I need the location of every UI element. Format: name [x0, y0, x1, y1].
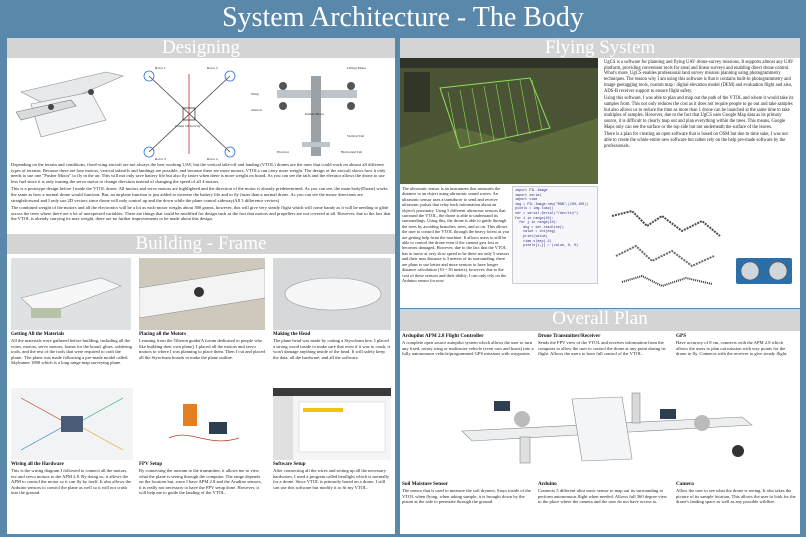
overall-item-title: Drone Transmitter/Receiver: [538, 333, 601, 339]
overall-item-apm: Ardupilot APM 2.8 Flight Controller A co…: [402, 333, 534, 357]
overall-item-soil: Soil Moisture Sensor The sensor that is …: [402, 481, 534, 505]
overall-item-title: Arduino: [538, 481, 557, 487]
designing-panel: Rotor 1 Rotor 2 Rotor 3 Rotor 4 Center O…: [7, 58, 395, 252]
code-line: for j in range(10):: [515, 221, 558, 226]
frame-item-text: All the materials were gathered before b…: [11, 338, 132, 366]
code-listing: import PIL.Image import serial import ti…: [512, 186, 598, 284]
ultrasonic-text: The ultrasonic sensor is an instrument t…: [402, 186, 510, 283]
flying-panel: UgCS is a software for planning and flyi…: [400, 58, 800, 308]
overall-item-text: The sensor that is used to measure the s…: [402, 488, 531, 505]
overall-item-gps: GPS Have accuracy of 8 cm, connects with…: [676, 333, 796, 357]
overall-vtol-render: [402, 379, 798, 479]
frame-item-fpv: FPV Setup By connecting the runcam to th…: [139, 462, 265, 496]
frame-item-software: Software Setup After connecting all the …: [273, 462, 391, 490]
overall-item-text: Have accuracy of 8 cm, connects with the…: [676, 340, 788, 357]
parts-label-pusher: Pusher Motor: [305, 112, 325, 116]
head-photo: [273, 258, 391, 330]
code-line: ser = serial.Serial("/dev/tty"): [515, 211, 579, 216]
designing-text: Depending on the terrain and conditions,…: [11, 162, 391, 224]
code-line: import serial: [515, 193, 542, 198]
overall-item-title: Camera: [676, 481, 694, 487]
vtol-render-image: [11, 62, 131, 160]
motor-direction-diagram: Rotor 1 Rotor 2 Rotor 3 Rotor 4 Center O…: [137, 64, 242, 164]
parts-label-wing: Wing: [251, 92, 259, 96]
code-line: img = PIL.Image.new("RGB",(100,100)): [515, 202, 589, 207]
parts-label-lifting: Lifting Motor: [347, 66, 367, 70]
overall-item-text: Allow the user to see what the drone is …: [676, 488, 796, 505]
wiring-diagram-image: [11, 388, 133, 460]
code-line: pixels = img.load(): [515, 207, 554, 212]
frame-item-text: The plane head was made by cutting a Sty…: [273, 338, 390, 360]
code-line: msg = ser.readline(): [515, 225, 564, 230]
designing-para-1: Depending on the terrain and conditions,…: [11, 162, 386, 184]
frame-item-title: Software Setup: [273, 462, 306, 467]
frame-item-title: Making the Head: [273, 332, 311, 337]
code-line: import PIL.Image: [515, 189, 548, 193]
section-banner-flying: Flying System: [400, 38, 800, 58]
ugcs-para-1: UgCS is a software for planning and flyi…: [604, 60, 794, 94]
code-line: import time: [515, 198, 538, 203]
code-line: time.sleep(.2): [515, 239, 552, 244]
ugcs-para-3: There is a plan for creating an open sof…: [604, 132, 788, 149]
frame-item-wiring: Wiring all the Hardware This is the wiri…: [11, 462, 133, 496]
motors-photo: [139, 258, 265, 330]
diagram-label-cog: Center Of Gravity: [175, 124, 201, 128]
overall-item-text: A complete open source autopilot system …: [402, 340, 534, 357]
flight-plan-map: [400, 58, 598, 184]
frame-item-title: FPV Setup: [139, 462, 163, 467]
diagram-label-rotor1: Rotor 1: [155, 66, 166, 70]
ultrasonic-sensor-photo: [734, 248, 796, 298]
overall-item-text: Connects 5 different ultra sonic sensor …: [538, 488, 668, 505]
overall-item-arduino: Arduino Connects 5 different ultra sonic…: [538, 481, 670, 505]
diagram-label-rotor4: Rotor 4: [207, 157, 218, 161]
code-line: value = int(msg): [515, 230, 556, 235]
parts-label-aileron: Aileron: [251, 108, 262, 112]
code-line: print(value): [515, 234, 548, 239]
poster-title: System Architecture - The Body: [222, 2, 584, 33]
code-line: for i in range(10):: [515, 216, 554, 221]
diagram-label-rotor2: Rotor 2: [207, 66, 218, 70]
frame-item-title: Placing all the Motors: [139, 332, 187, 337]
ugcs-text: UgCS is a software for planning and flyi…: [604, 60, 796, 152]
designing-para-2: This is a prototype design before I made…: [11, 186, 388, 203]
overall-item-transmitter: Drone Transmitter/Receiver Sends the FPV…: [538, 333, 670, 357]
section-banner-overall: Overall Plan: [400, 309, 800, 331]
section-banner-frame: Building - Frame: [7, 234, 395, 254]
overall-panel: Ardupilot APM 2.8 Flight Controller A co…: [400, 331, 800, 534]
frame-item-title: Wiring all the Hardware: [11, 462, 64, 467]
ultrasonic-scan-image: [602, 186, 730, 298]
materials-photo: [11, 258, 131, 330]
frame-item-motors: Placing all the Motors Learning from the…: [139, 332, 265, 360]
frame-item-materials: Getting All the Materials All the materi…: [11, 332, 133, 366]
overall-item-title: Soil Moisture Sensor: [402, 481, 449, 487]
overall-item-title: Ardupilot APM 2.8 Flight Controller: [402, 333, 484, 339]
frame-panel: Getting All the Materials All the materi…: [7, 254, 395, 534]
frame-item-text: Learning from the Tiberon guide(A forum …: [139, 338, 265, 360]
plane-parts-diagram: Lifting Motor Wing Pusher Motor Aileron …: [247, 62, 391, 162]
designing-para-3: The combined weight of the motors and al…: [11, 205, 391, 222]
section-banner-designing: Designing: [7, 38, 395, 58]
code-line: pixels[i,j] = (value, 0, 0): [515, 244, 579, 249]
frame-item-head: Making the Head The plane head was made …: [273, 332, 391, 360]
frame-item-text: After connecting all the wires and setti…: [273, 468, 390, 490]
overall-item-title: GPS: [676, 333, 687, 339]
fpv-setup-photo: [139, 388, 265, 460]
frame-item-title: Getting All the Materials: [11, 332, 65, 337]
parts-label-vertical: Vertical Tail: [347, 134, 365, 138]
parts-label-horizontal: Horizontal Tail: [341, 150, 363, 154]
ugcs-para-2: Using this software, I was able to plan …: [604, 96, 794, 130]
frame-item-text: This is the wiring diagram I followed to…: [11, 468, 132, 496]
diagram-label-rotor3: Rotor 3: [155, 157, 166, 161]
software-setup-screenshot: [273, 388, 391, 460]
parts-label-elevator: Elevator: [277, 150, 289, 154]
overall-item-camera: Camera Allow the user to see what the dr…: [676, 481, 796, 505]
frame-item-text: By connecting the runcam to the transmit…: [139, 468, 262, 496]
overall-item-text: Sends the FPV view of the VTOL and recei…: [538, 340, 666, 357]
